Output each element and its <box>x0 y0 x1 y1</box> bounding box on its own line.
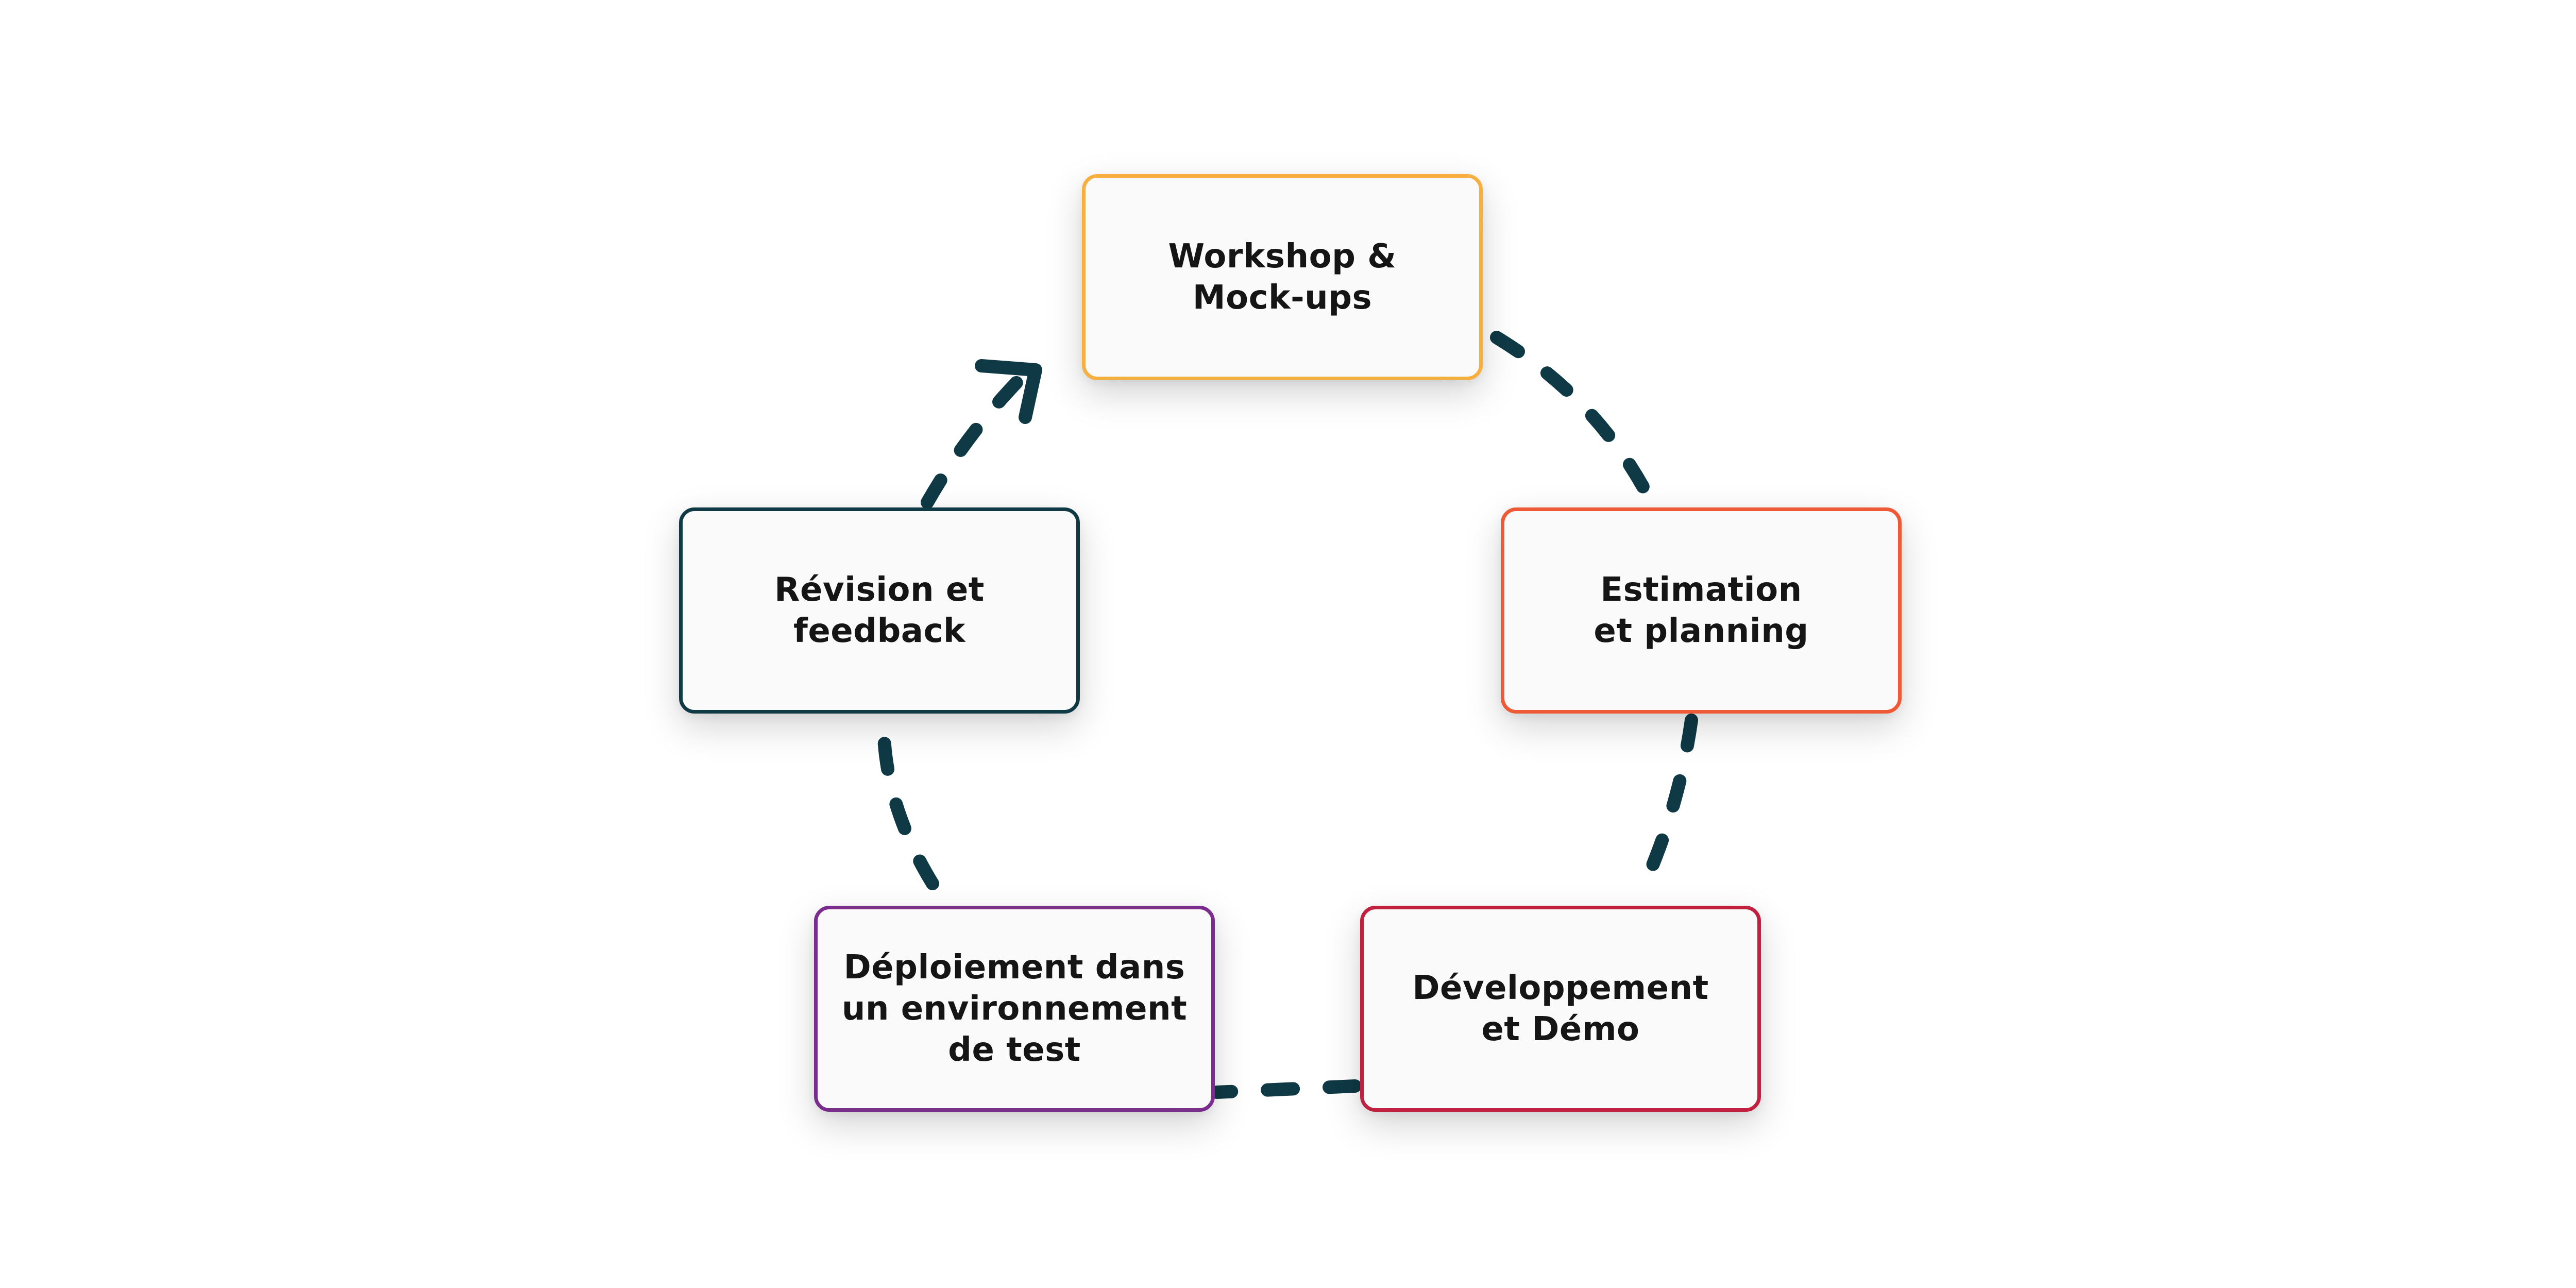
connector-estimation-to-development <box>1639 714 1698 888</box>
connector-deployment-to-review <box>877 715 939 890</box>
connector-workshop-to-estimation <box>1490 331 1660 514</box>
step-label: Révision et feedback <box>774 571 985 650</box>
connector-review-to-workshop <box>921 364 1035 509</box>
arrowhead-icon <box>975 359 1042 424</box>
step-label: Estimation et planning <box>1594 571 1809 650</box>
step-estimation-planning: Estimation et planning <box>1501 507 1902 714</box>
connector-development-to-deployment <box>1210 1079 1362 1099</box>
step-development-demo: Développement et Démo <box>1360 906 1761 1112</box>
step-label: Développement et Démo <box>1412 969 1709 1048</box>
step-label: Workshop & Mock-ups <box>1168 238 1397 317</box>
step-deployment-test: Déploiement dans un environnement de tes… <box>814 906 1215 1112</box>
step-label: Déploiement dans un environnement de tes… <box>841 948 1188 1069</box>
step-workshop-mockups: Workshop & Mock-ups <box>1082 174 1483 380</box>
step-review-feedback: Révision et feedback <box>679 507 1080 714</box>
